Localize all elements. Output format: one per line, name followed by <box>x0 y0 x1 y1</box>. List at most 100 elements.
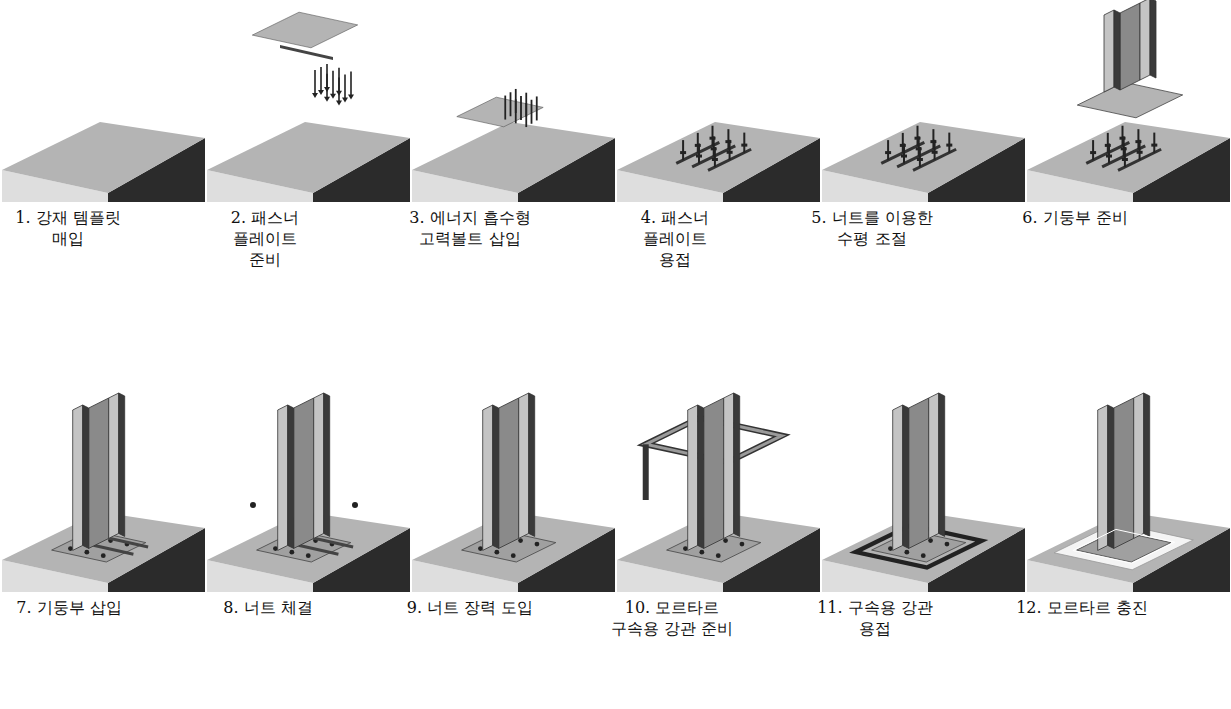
step-panel <box>2 393 205 592</box>
step-caption: 12. 모르타르 충진 <box>1011 598 1153 619</box>
block-top-face <box>1027 122 1230 193</box>
column-flange-side <box>698 405 704 548</box>
mortar-fill <box>1073 529 1175 563</box>
nut <box>723 538 728 543</box>
column-flange-side <box>324 393 330 536</box>
bolt <box>743 133 745 153</box>
column-flange <box>519 393 529 538</box>
nut <box>888 546 893 551</box>
column-web <box>89 398 109 548</box>
bolt <box>714 147 716 167</box>
bolt <box>948 133 950 153</box>
bolt <box>934 140 936 160</box>
step-panel <box>207 393 410 592</box>
step-caption: 11. 구속용 강관 용접 <box>816 598 934 640</box>
column-flange-side <box>1114 10 1120 90</box>
bolt <box>919 147 921 167</box>
step-caption: 3. 에너지 흡수형 고력볼트 삽입 <box>409 208 531 250</box>
fastener-plate <box>252 12 357 48</box>
nut <box>716 553 721 558</box>
nut <box>917 158 923 161</box>
block-top-face <box>822 122 1025 193</box>
column-flange-side <box>119 393 125 536</box>
step-panel <box>822 393 1025 592</box>
step-panel <box>1027 393 1230 592</box>
column-flange <box>929 393 939 538</box>
nut <box>250 502 256 508</box>
nut <box>741 144 747 147</box>
column-web <box>499 398 519 548</box>
nut <box>740 542 745 547</box>
column-flange <box>109 393 119 538</box>
step-panel <box>2 122 205 202</box>
column-flange <box>1134 393 1144 538</box>
fastener-plate-edge <box>280 45 333 60</box>
step-panel <box>617 122 820 202</box>
step-panel <box>1027 0 1230 202</box>
column-flange <box>73 405 83 550</box>
bolt <box>510 92 512 116</box>
step-caption: 8. 너트 체결 <box>202 598 334 619</box>
nut <box>478 546 483 551</box>
bolt <box>332 71 334 95</box>
nut <box>945 542 950 547</box>
bolt <box>504 96 506 120</box>
bolt <box>326 74 328 98</box>
column-web <box>1120 3 1140 90</box>
nut <box>932 151 938 154</box>
nut <box>683 546 688 551</box>
block-top-face <box>207 122 410 193</box>
nut <box>946 144 952 147</box>
column-flange-side <box>903 405 909 548</box>
arrow-head <box>348 95 354 100</box>
step-panel <box>822 122 1025 202</box>
embedded-plate <box>298 545 338 554</box>
nut <box>511 553 516 558</box>
nut <box>901 155 907 158</box>
nut <box>1151 144 1157 147</box>
block-top-face <box>617 122 820 193</box>
column-web <box>909 398 929 548</box>
column-flange-side <box>939 393 945 536</box>
nut <box>535 542 540 547</box>
nut <box>494 550 499 555</box>
arrow-head <box>342 98 348 103</box>
column-flange-side <box>83 405 89 548</box>
nut <box>289 550 294 555</box>
column-flange-side <box>734 393 740 536</box>
column-flange-side <box>1144 393 1150 536</box>
bolt <box>536 96 538 120</box>
bolt <box>1124 147 1126 167</box>
column-flange <box>893 405 903 550</box>
embedded-plate <box>313 538 353 547</box>
column-flange-side <box>288 405 294 548</box>
bolt <box>515 99 517 123</box>
nut <box>696 155 702 158</box>
column-flange <box>1098 405 1108 550</box>
nut <box>1090 151 1096 154</box>
step-caption: 4. 패스너 플레이트 용접 <box>626 208 724 270</box>
nut <box>928 538 933 543</box>
nut <box>699 550 704 555</box>
step-caption: 10. 모르타르 구속용 강관 준비 <box>606 598 738 640</box>
column-flange <box>314 393 324 538</box>
nut <box>273 546 278 551</box>
nut <box>885 151 891 154</box>
step-caption: 5. 너트를 이용한 수평 조절 <box>811 208 933 250</box>
fastener-plate <box>457 97 543 127</box>
bolt <box>531 100 533 124</box>
nut <box>84 550 89 555</box>
bolt <box>903 144 905 164</box>
arrow-head <box>324 97 330 102</box>
block-top-face <box>412 122 615 193</box>
column-flange-side <box>1150 0 1156 78</box>
step-caption: 2. 패스너 플레이트 준비 <box>216 208 314 270</box>
bolt <box>1092 140 1094 160</box>
column-flange <box>483 405 493 550</box>
nut <box>904 550 909 555</box>
column-flange-side <box>529 393 535 536</box>
bolt <box>887 140 889 160</box>
bolt <box>1108 144 1110 164</box>
column-flange-side <box>1108 405 1114 548</box>
step-panel <box>412 393 615 592</box>
